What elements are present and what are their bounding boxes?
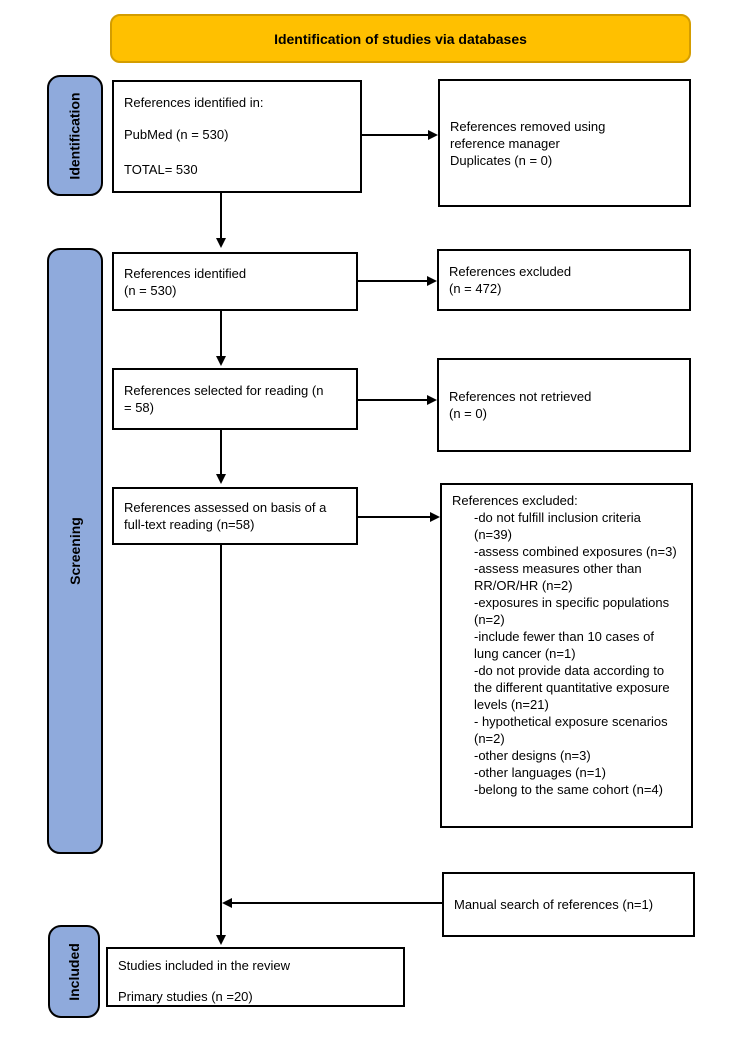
stage-included-label: Included xyxy=(66,942,82,1001)
box-duplicates-removed: References removed using reference manag… xyxy=(438,79,691,207)
exclusion-list-title: References excluded: xyxy=(452,493,578,508)
exclusion-reason: -other designs (n=3) xyxy=(474,748,591,763)
box-text-line: References assessed on basis of a xyxy=(124,500,327,515)
box-text-line: (n = 0) xyxy=(449,406,487,421)
box-selected-for-reading: References selected for reading (n = 58) xyxy=(112,368,358,430)
diagram-title: Identification of studies via databases xyxy=(274,30,527,47)
exclusion-reason: -do not fulfill inclusion criteria (n=39… xyxy=(474,510,641,542)
box-text-line: References removed using xyxy=(450,118,606,134)
exclusion-reason: -exposures in specific populations (n=2) xyxy=(474,595,670,627)
exclusion-reason: -include fewer than 10 cases of lung can… xyxy=(474,629,654,661)
stage-identification-label: Identification xyxy=(67,91,83,180)
stage-screening: Screening xyxy=(47,248,103,854)
box-fulltext-excluded: References excluded: -do not fulfill inc… xyxy=(440,483,693,828)
box-fulltext-assessed: References assessed on basis of a full-t… xyxy=(112,487,358,545)
box-text-line: Primary studies (n =20) xyxy=(118,989,253,1004)
stage-identification: Identification xyxy=(47,75,103,196)
box-text-line: PubMed (n = 530) xyxy=(124,127,229,142)
stage-screening-label: Screening xyxy=(67,517,84,585)
box-text-line: reference manager xyxy=(450,135,560,151)
stage-included: Included xyxy=(48,925,100,1018)
exclusion-reason: -assess combined exposures (n=3) xyxy=(474,544,677,559)
box-text-line: (n = 530) xyxy=(124,282,177,298)
box-text-line: References excluded xyxy=(449,264,572,279)
box-text-line: References not retrieved xyxy=(449,389,592,404)
box-text-line: Manual search of references (n=1) xyxy=(454,897,654,912)
box-references-identified: References identified (n = 530) xyxy=(112,252,358,311)
box-references-excluded: References excluded (n = 472) xyxy=(437,249,691,311)
box-not-retrieved: References not retrieved (n = 0) xyxy=(437,358,691,452)
box-text-line: = 58) xyxy=(124,400,154,415)
box-text-line: References identified in: xyxy=(124,95,264,110)
box-text-line: TOTAL= 530 xyxy=(124,162,198,177)
box-text-line: References selected for reading (n xyxy=(124,383,324,398)
box-text-line: (n = 472) xyxy=(449,281,502,296)
exclusion-reason: -do not provide data according to the di… xyxy=(474,663,670,712)
exclusion-reason: -assess measures other than RR/OR/HR (n=… xyxy=(474,561,642,593)
exclusion-reason: - hypothetical exposure scenarios (n=2) xyxy=(474,714,668,746)
box-included-studies: Studies included in the review Primary s… xyxy=(106,947,405,1007)
exclusion-reason: -other languages (n=1) xyxy=(474,765,606,780)
box-text-line: full-text reading (n=58) xyxy=(124,517,255,532)
exclusion-reason: -belong to the same cohort (n=4) xyxy=(474,782,663,797)
box-text-line: References identified xyxy=(124,265,247,281)
box-references-identified-in: References identified in: PubMed (n = 53… xyxy=(112,80,362,193)
box-manual-search: Manual search of references (n=1) xyxy=(442,872,695,937)
box-text-line: Studies included in the review xyxy=(118,958,290,973)
box-text-line: Duplicates (n = 0) xyxy=(450,152,553,168)
diagram-title-banner: Identification of studies via databases xyxy=(110,14,691,63)
